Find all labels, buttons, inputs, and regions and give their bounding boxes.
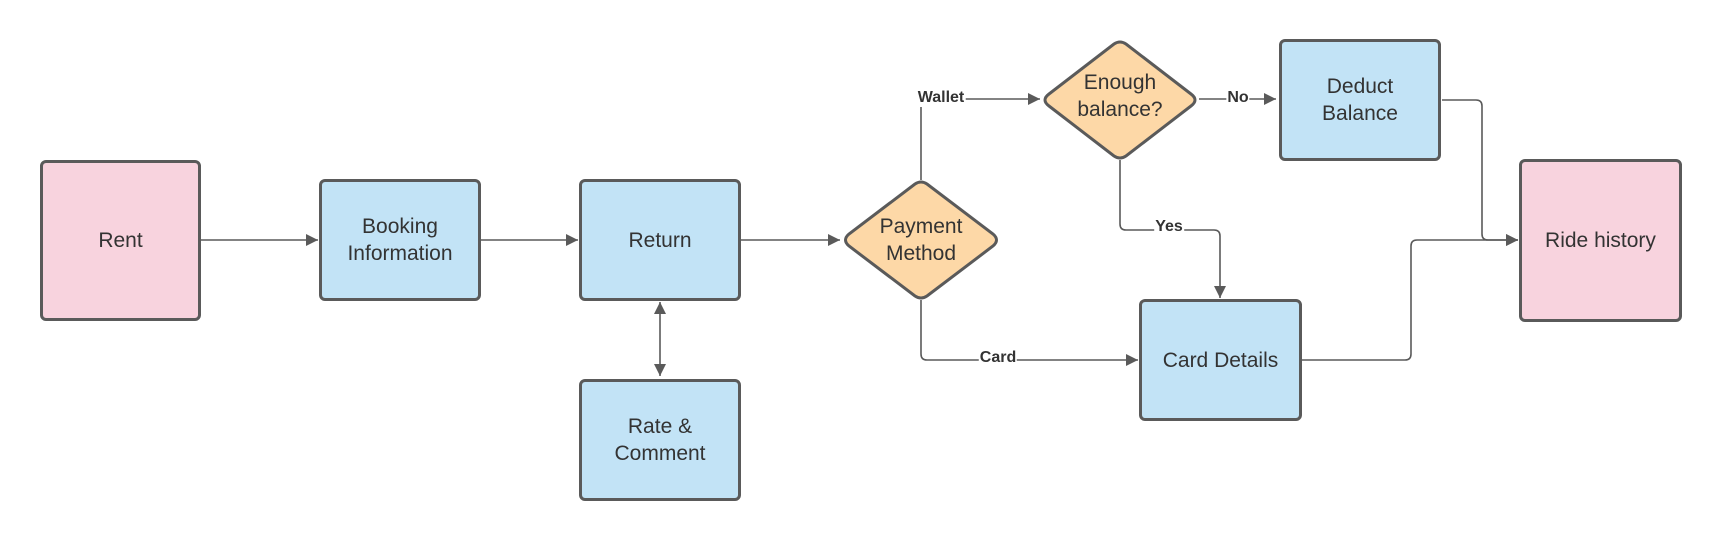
deduct-balance-label: Deduct Balance <box>1322 75 1398 125</box>
deduct-balance-node[interactable]: Deduct Balance <box>1279 39 1441 161</box>
ride-history-node[interactable]: Ride history <box>1519 159 1682 322</box>
payment-method-diamond[interactable] <box>844 180 998 300</box>
enough-balance-label: Enough balance? <box>1077 71 1163 121</box>
rent-node[interactable]: Rent <box>40 160 201 321</box>
edge-payment-wallet-to-enough <box>920 93 1040 180</box>
edge-carddetails-to-ridehistory <box>1302 234 1518 361</box>
edge-label-card: Card <box>978 349 1018 367</box>
enough-balance-diamond[interactable] <box>1043 40 1197 160</box>
booking-information-node[interactable]: Booking Information <box>319 179 481 301</box>
rent-node-label: Rent <box>98 229 143 252</box>
card-details-label: Card Details <box>1162 348 1279 372</box>
rate-comment-node[interactable]: Rate & Comment <box>579 379 741 501</box>
payment-method-label: Payment Method <box>879 215 963 265</box>
edge-label-no: No <box>1226 89 1250 107</box>
ride-history-label: Ride history <box>1545 229 1656 252</box>
card-details-node[interactable]: Card Details <box>1139 299 1302 421</box>
booking-information-label: Booking Information <box>347 215 453 265</box>
edge-label-yes: Yes <box>1154 218 1184 236</box>
rate-comment-label: Rate & Comment <box>614 415 706 465</box>
edge-payment-card-to-carddetails <box>920 300 1138 366</box>
return-label: Return <box>628 228 692 252</box>
edge-label-wallet: Wallet <box>916 89 966 107</box>
return-node[interactable]: Return <box>579 179 741 301</box>
edge-deduct-to-ridehistory <box>1442 99 1518 246</box>
